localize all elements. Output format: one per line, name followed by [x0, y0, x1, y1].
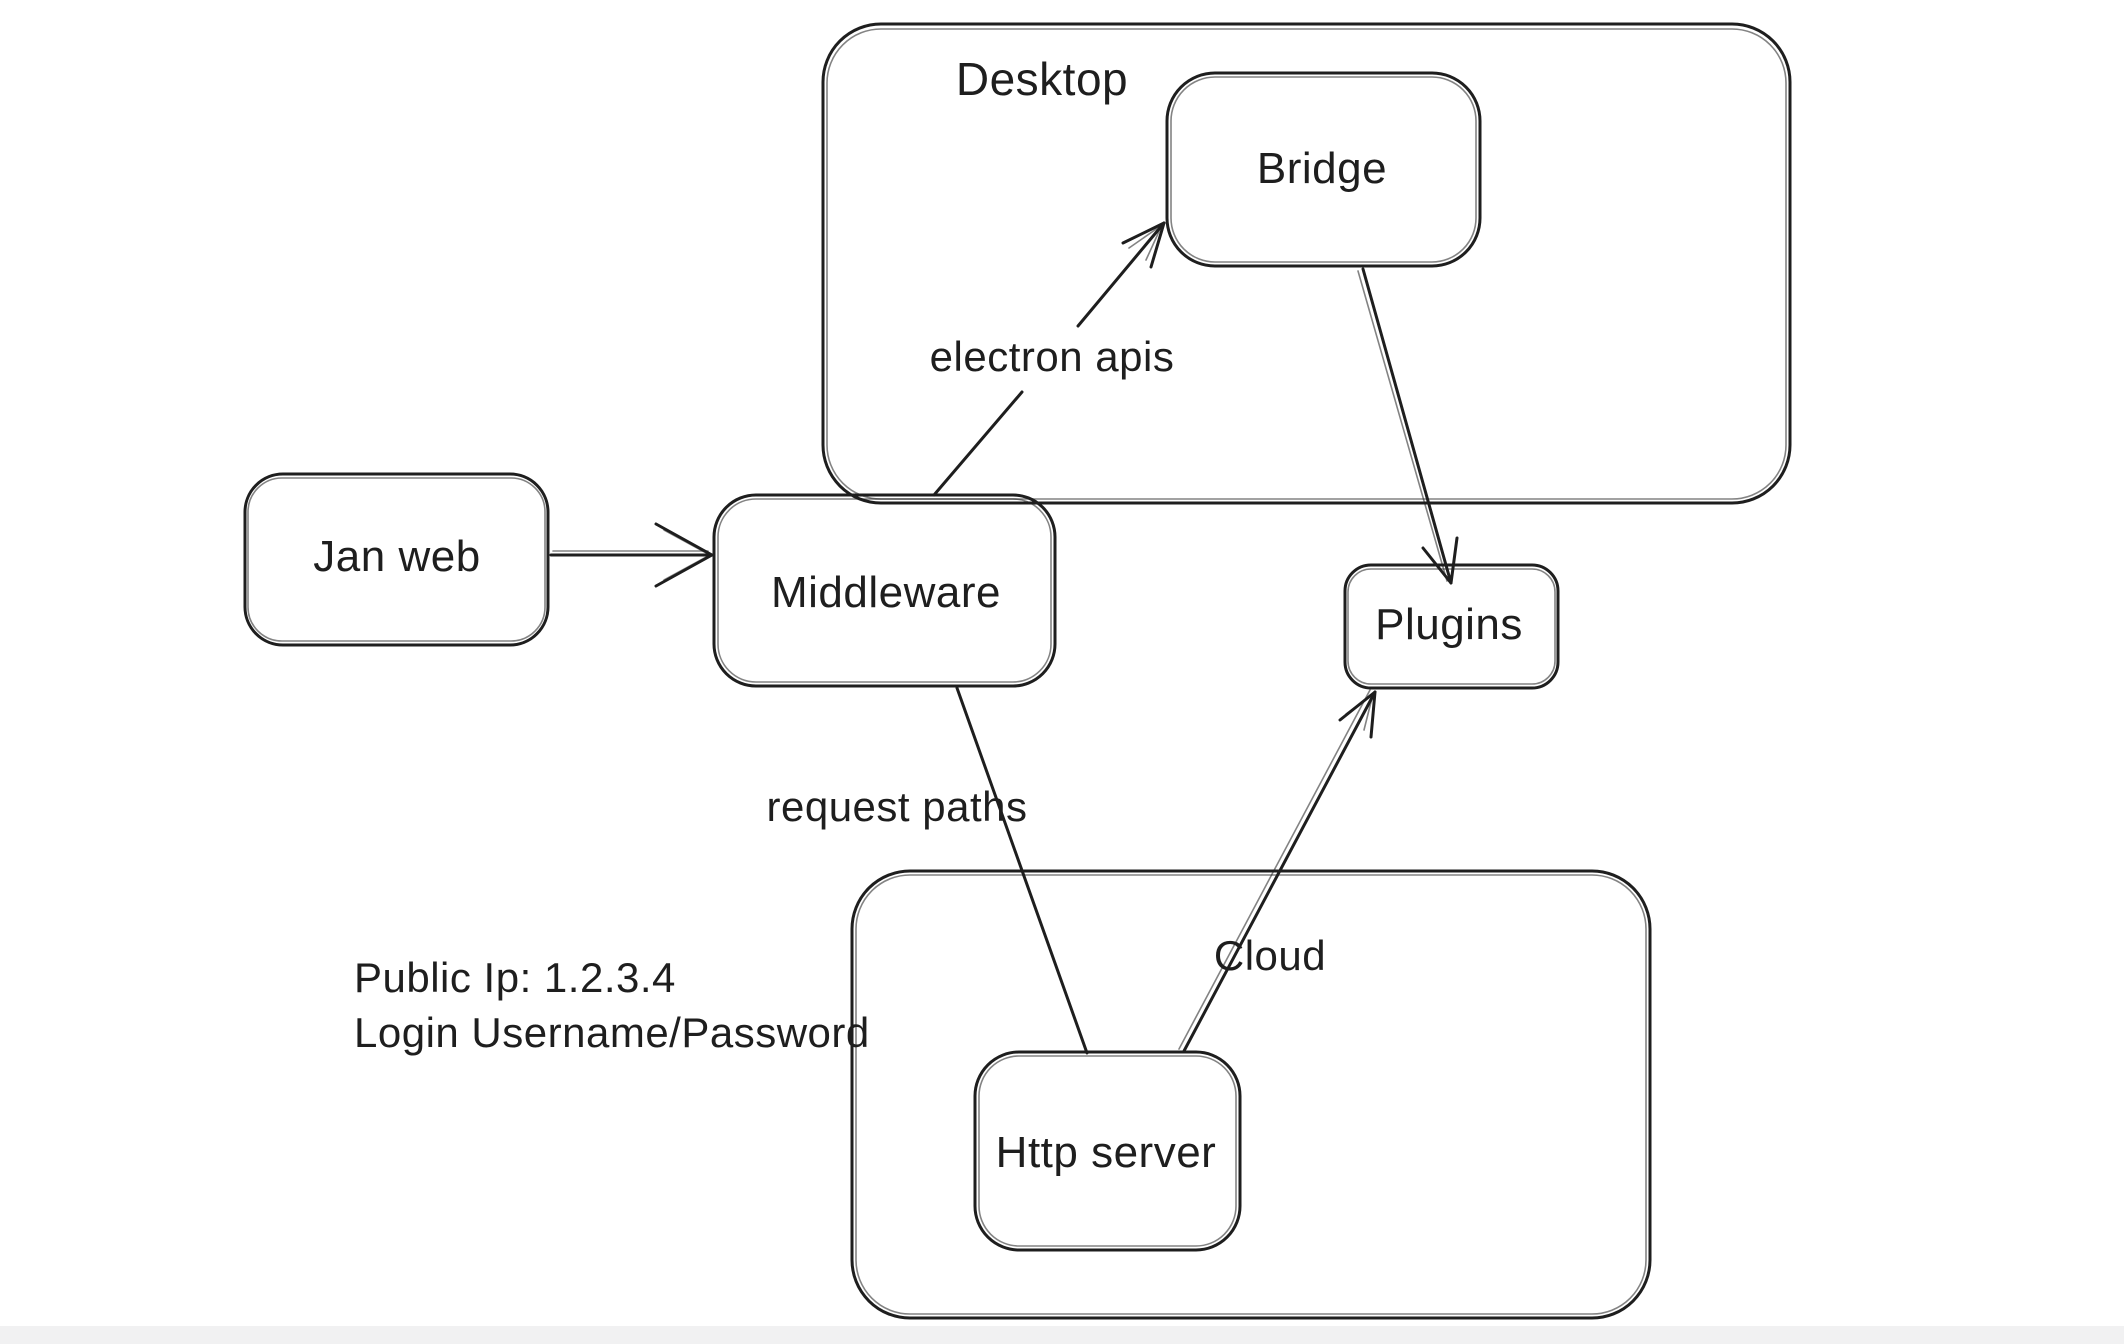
cloud-container-box[interactable] — [850, 869, 1652, 1320]
desktop-container-label[interactable]: Desktop — [955, 53, 1129, 105]
http-server-box[interactable] — [973, 1050, 1242, 1252]
middleware-box[interactable] — [712, 493, 1057, 688]
http-server-label[interactable]: Http server — [995, 1128, 1217, 1177]
arrow-janweb-to-middleware[interactable] — [549, 522, 714, 588]
desktop-container-box[interactable] — [821, 22, 1792, 505]
arrow-httpserver-to-plugins[interactable] — [1178, 689, 1377, 1053]
edge-label-request-paths[interactable]: request paths — [766, 783, 1028, 830]
edge-label-electron-apis[interactable]: electron apis — [929, 333, 1175, 380]
login-annotation[interactable]: Login Username/Password — [354, 1009, 870, 1056]
jan-web-label[interactable]: Jan web — [313, 532, 481, 581]
jan-web-box[interactable] — [243, 472, 550, 647]
arrow-middleware-to-bridge[interactable] — [932, 221, 1166, 497]
bottom-edge-bar — [0, 1326, 2124, 1344]
bridge-box[interactable] — [1165, 71, 1482, 268]
public-ip-annotation[interactable]: Public Ip: 1.2.3.4 — [354, 954, 676, 1001]
cloud-container-label[interactable]: Cloud — [1213, 932, 1327, 979]
line-middleware-to-httpserver[interactable] — [955, 686, 1089, 1055]
arrow-bridge-to-plugins[interactable] — [1357, 267, 1459, 585]
plugins-label[interactable]: Plugins — [1375, 600, 1523, 649]
bridge-label[interactable]: Bridge — [1256, 144, 1388, 193]
middleware-label[interactable]: Middleware — [771, 568, 1001, 617]
